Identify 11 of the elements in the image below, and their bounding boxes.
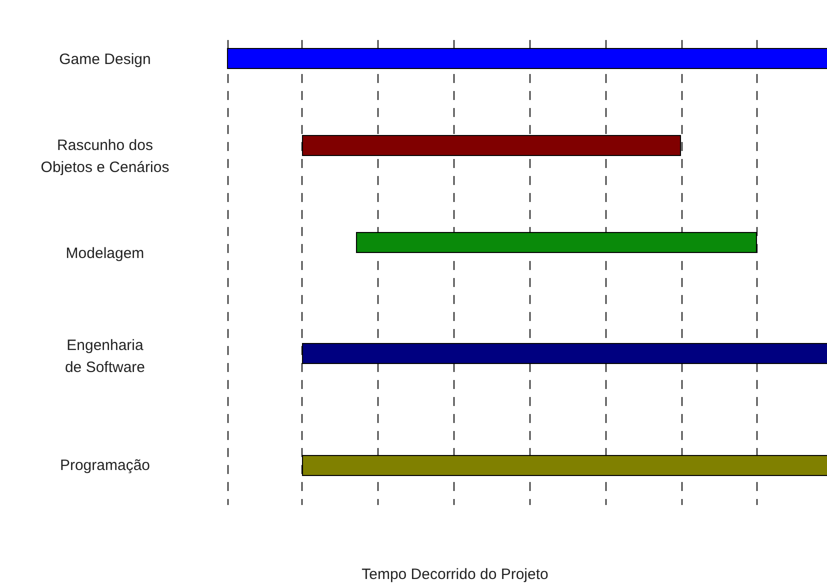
task-label: Programação xyxy=(58,456,152,476)
task-label: Modelagem xyxy=(64,244,146,264)
gantt-bar xyxy=(302,343,827,364)
task-label: Engenharia de Software xyxy=(64,336,146,378)
task-label: Rascunho dos Objetos e Cenários xyxy=(40,136,170,178)
gantt-bar xyxy=(227,48,827,69)
gantt-bar xyxy=(302,455,827,476)
gantt-bar xyxy=(356,232,757,253)
task-label: Game Design xyxy=(58,50,152,70)
axis-title: Tempo Decorrido do Projeto xyxy=(360,565,550,585)
gantt-bar xyxy=(302,135,681,156)
